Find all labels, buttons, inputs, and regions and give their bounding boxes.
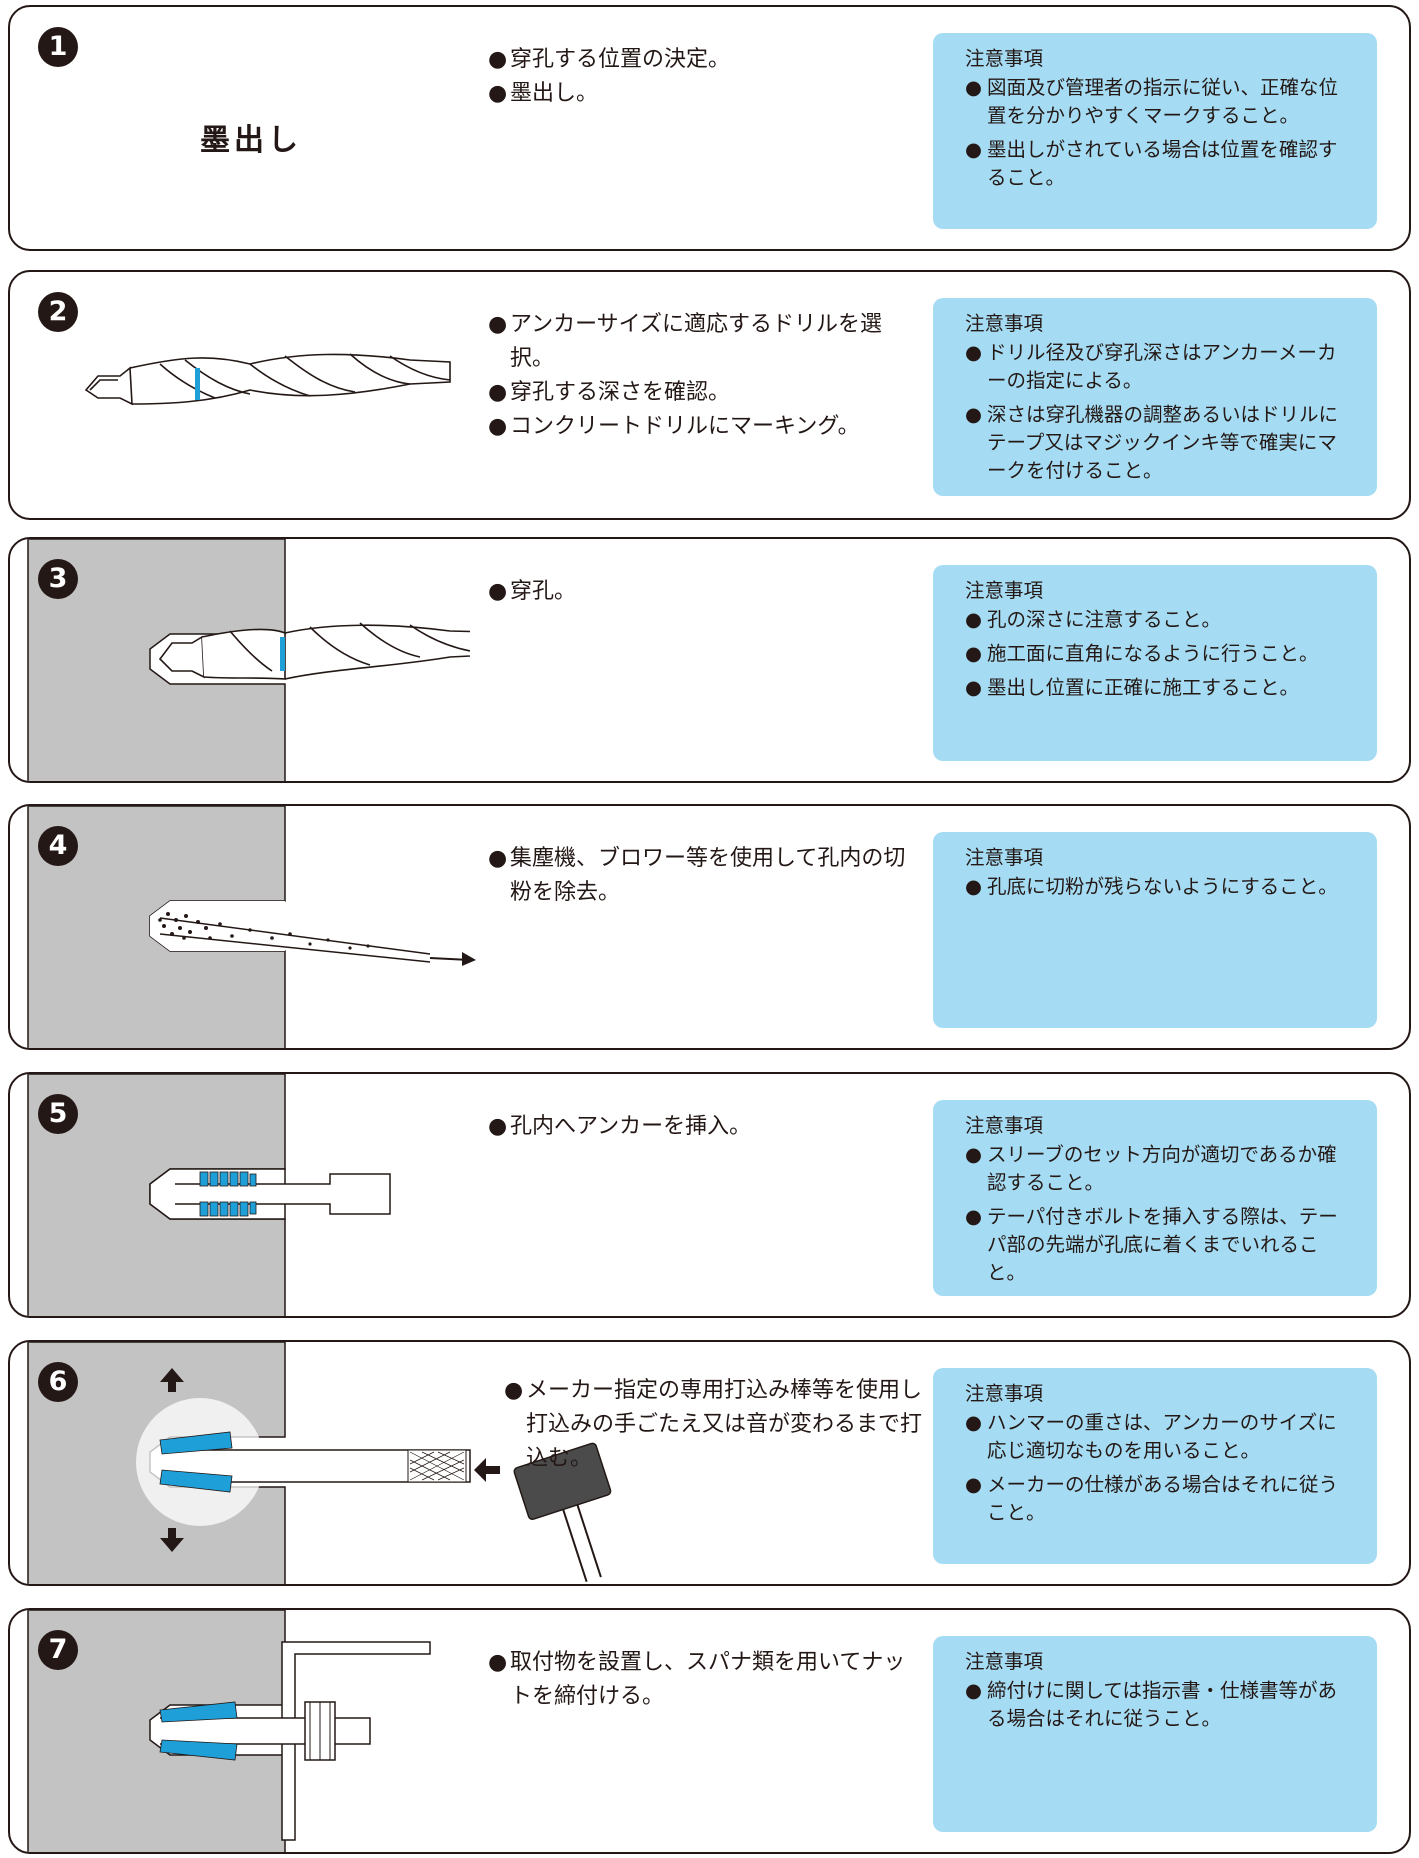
step-number-badge: 1 xyxy=(38,27,78,67)
step-title: 墨出し xyxy=(200,123,302,158)
anchor-insertion-illustration xyxy=(10,1074,470,1316)
anchor-in-hole-icon xyxy=(27,1074,391,1316)
drill-bit-icon xyxy=(84,353,451,406)
caution-item: 墨出し位置に正確に施工すること。 xyxy=(965,674,1353,702)
caution-box: 注意事項 孔の深さに注意すること。 施工面に直角になるように行うこと。 墨出し位… xyxy=(933,565,1377,761)
step-actions: 集塵機、ブロワー等を使用して孔内の切粉を除去。 xyxy=(488,842,918,910)
action-item: 穿孔。 xyxy=(488,575,918,609)
step-actions: メーカー指定の専用打込み棒等を使用し打込みの手ごたえ又は音が変わるまで打込む。 xyxy=(494,1374,922,1476)
action-item: コンクリートドリルにマーキング。 xyxy=(488,410,918,444)
step-number-badge: 7 xyxy=(38,1630,78,1670)
caution-heading: 注意事項 xyxy=(965,312,1044,335)
step-number-badge: 6 xyxy=(38,1362,78,1402)
action-item: 孔内へアンカーを挿入。 xyxy=(488,1110,918,1144)
caution-box: 注意事項 ドリル径及び穿孔深さはアンカーメーカーの指定による。 深さは穿孔機器の… xyxy=(933,298,1377,496)
caution-item: ハンマーの重さは、アンカーのサイズに応じ適切なものを用いること。 xyxy=(965,1409,1353,1465)
action-item: 集塵機、ブロワー等を使用して孔内の切粉を除去。 xyxy=(488,842,918,910)
action-item: メーカー指定の専用打込み棒等を使用し打込みの手ごたえ又は音が変わるまで打込む。 xyxy=(504,1374,924,1476)
step-actions: 孔内へアンカーを挿入。 xyxy=(488,1110,918,1144)
action-item: 取付物を設置し、スパナ類を用いてナットを締付ける。 xyxy=(488,1646,918,1714)
caution-item: 施工面に直角になるように行うこと。 xyxy=(965,640,1353,668)
caution-heading: 注意事項 xyxy=(965,1114,1044,1137)
caution-item: 孔底に切粉が残らないようにすること。 xyxy=(965,873,1353,901)
caution-heading: 注意事項 xyxy=(965,846,1044,869)
step-actions: 穿孔。 xyxy=(488,575,918,609)
caution-heading: 注意事項 xyxy=(965,579,1044,602)
action-item: 墨出し。 xyxy=(488,77,918,111)
step-5-panel: 5 孔内へアンカーを挿入。 注意事項 スリーブのセット方向が適切であるか確認する… xyxy=(8,1072,1411,1318)
drilling-illustration xyxy=(10,539,470,781)
caution-box: 注意事項 ハンマーの重さは、アンカーのサイズに応じ適切なものを用いること。 メー… xyxy=(933,1368,1377,1564)
dust-removal-illustration xyxy=(10,806,476,1048)
caution-heading: 注意事項 xyxy=(965,1382,1044,1405)
caution-item: テーパ付きボルトを挿入する際は、テーパ部の先端が孔底に着くまでいれること。 xyxy=(965,1203,1353,1287)
step-7-panel: 7 取付物を設置し、スパナ類を用いてナットを締付ける。 注意事項 締付けに関して… xyxy=(8,1608,1411,1854)
step-6-panel: 6 メーカー指定の専用打込み棒等を使用し打込みの手ごたえ又は音が変わるまで打込む… xyxy=(8,1340,1411,1586)
step-actions: 取付物を設置し、スパナ類を用いてナットを締付ける。 xyxy=(488,1646,918,1714)
tightening-illustration xyxy=(10,1610,470,1852)
caution-box: 注意事項 スリーブのセット方向が適切であるか確認すること。 テーパ付きボルトを挿… xyxy=(933,1100,1377,1296)
caution-heading: 注意事項 xyxy=(965,47,1044,70)
caution-item: 図面及び管理者の指示に従い、正確な位置を分かりやすくマークすること。 xyxy=(965,74,1353,130)
caution-item: ドリル径及び穿孔深さはアンカーメーカーの指定による。 xyxy=(965,339,1353,395)
caution-box: 注意事項 締付けに関しては指示書・仕様書等がある場合はそれに従うこと。 xyxy=(933,1636,1377,1832)
caution-item: 墨出しがされている場合は位置を確認すること。 xyxy=(965,136,1353,192)
caution-item: メーカーの仕様がある場合はそれに従うこと。 xyxy=(965,1471,1353,1527)
drill-bit-illustration xyxy=(10,272,470,518)
step-actions: アンカーサイズに適応するドリルを選択。 穿孔する深さを確認。 コンクリートドリル… xyxy=(488,308,918,444)
step-4-panel: 4 集塵機、ブロワー等を使用して孔内の切粉を除去。 注意事項 孔底に切粉が残らな… xyxy=(8,804,1411,1050)
step-number-badge: 3 xyxy=(38,559,78,599)
caution-box: 注意事項 図面及び管理者の指示に従い、正確な位置を分かりやすくマークすること。 … xyxy=(933,33,1377,229)
action-item: 穿孔する位置の決定。 xyxy=(488,43,918,77)
action-item: 穿孔する深さを確認。 xyxy=(488,376,918,410)
step-number-badge: 2 xyxy=(38,292,78,332)
step-number-badge: 5 xyxy=(38,1094,78,1134)
action-item: アンカーサイズに適応するドリルを選択。 xyxy=(488,308,918,376)
caution-item: 孔の深さに注意すること。 xyxy=(965,606,1353,634)
caution-heading: 注意事項 xyxy=(965,1650,1044,1673)
concrete-drilling-icon xyxy=(27,539,470,781)
step-2-panel: 2 アンカーサイズに適応するドリルを選択。 穿孔する深さを確認。 コンクリートド… xyxy=(8,270,1411,520)
nut-tightening-icon xyxy=(27,1610,431,1852)
blow-out-hole-icon xyxy=(27,806,476,1048)
step-3-panel: 3 穿孔。 注意事項 孔の深さに注意すること。 施工面に直角になるように行うこと… xyxy=(8,537,1411,783)
step-number-badge: 4 xyxy=(38,826,78,866)
caution-box: 注意事項 孔底に切粉が残らないようにすること。 xyxy=(933,832,1377,1028)
caution-item: 深さは穿孔機器の調整あるいはドリルにテープ又はマジックインキ等で確実にマークを付… xyxy=(965,401,1353,485)
step-1-panel: 1 墨出し 穿孔する位置の決定。 墨出し。 注意事項 図面及び管理者の指示に従い… xyxy=(8,5,1411,251)
step-actions: 穿孔する位置の決定。 墨出し。 xyxy=(488,43,918,111)
caution-item: スリーブのセット方向が適切であるか確認すること。 xyxy=(965,1141,1353,1197)
caution-item: 締付けに関しては指示書・仕様書等がある場合はそれに従うこと。 xyxy=(965,1677,1353,1733)
